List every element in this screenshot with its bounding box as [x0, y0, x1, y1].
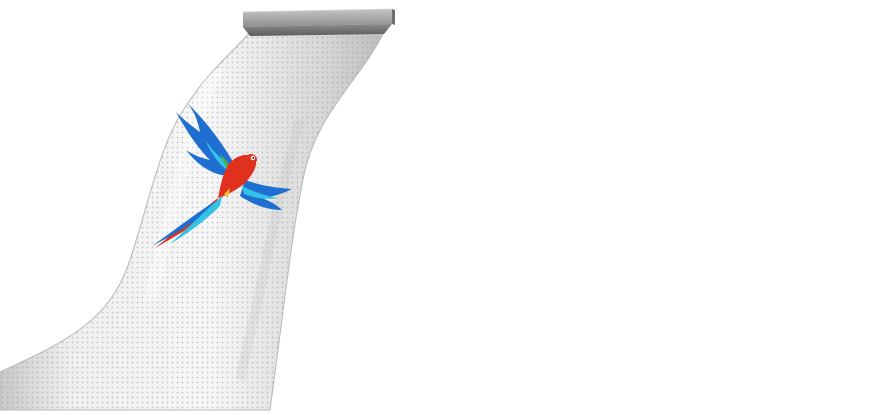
led-mesh-sheet [0, 31, 385, 411]
mounting-bar-icon [242, 8, 395, 36]
macaw-icon [152, 103, 292, 248]
